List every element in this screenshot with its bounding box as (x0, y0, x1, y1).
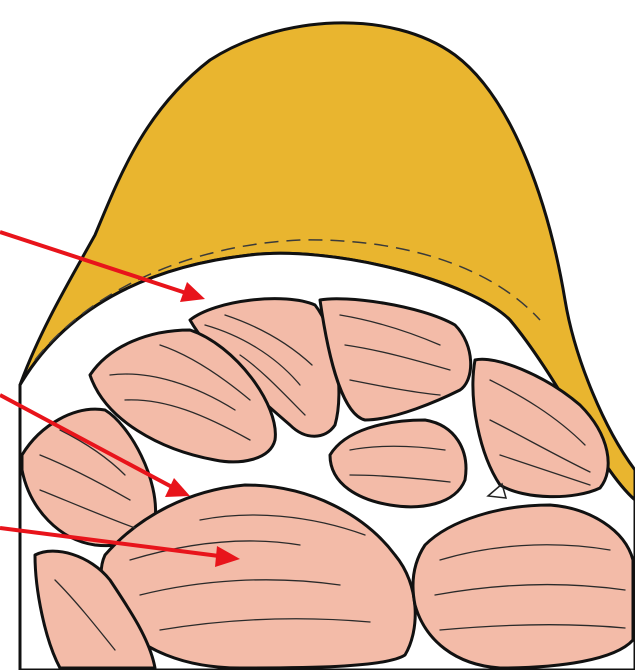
cross-section-diagram (0, 0, 635, 670)
cross-section-svg (0, 0, 635, 670)
